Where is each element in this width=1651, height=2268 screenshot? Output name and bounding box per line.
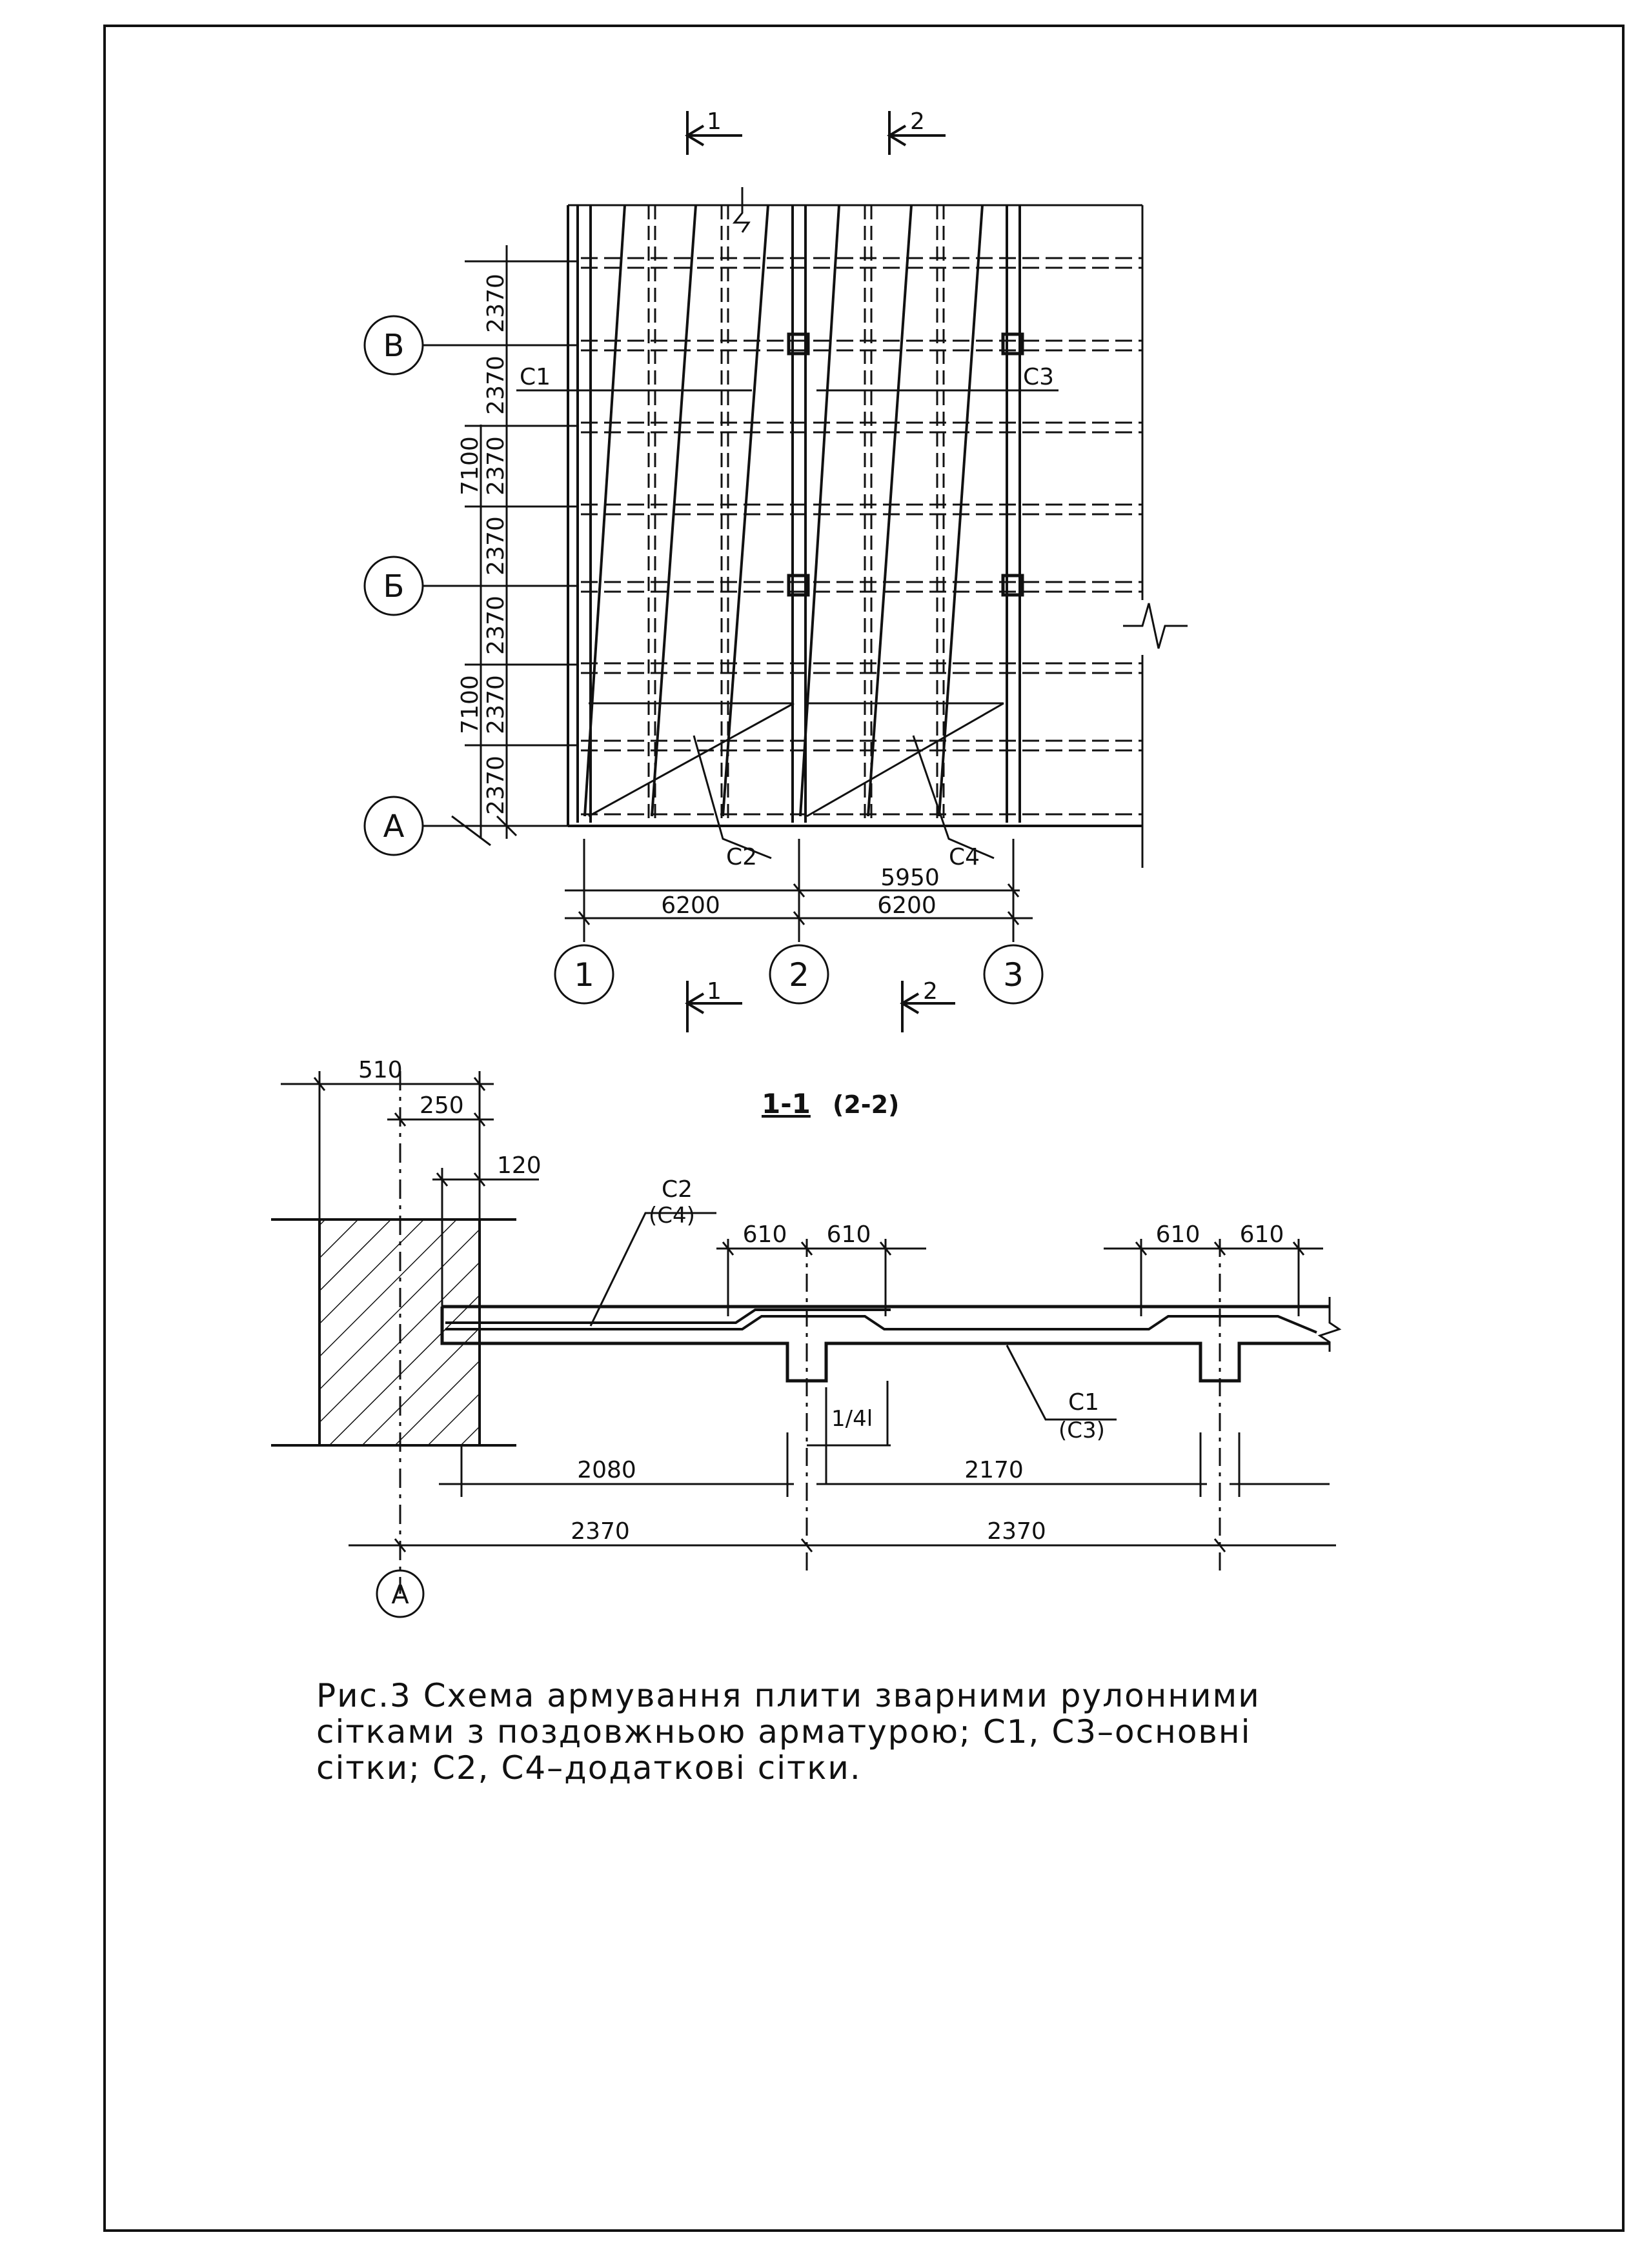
section-view [271,1071,1342,1594]
label-c2: C2 [662,1176,693,1203]
dim-2170: 2170 [964,1457,1024,1483]
dim-2370-b: 2370 [987,1518,1046,1545]
section-dimension-lines [281,1071,1336,1618]
break-mark-top [732,187,751,233]
dim-6200-right: 6200 [877,892,937,919]
svg-text:2370: 2370 [483,356,509,415]
caption-line-3: сітки; C2, C4–додаткові сітки. [316,1749,862,1787]
svg-text:2370: 2370 [483,756,509,815]
svg-text:2370: 2370 [483,596,509,655]
axis-row-a: A [383,808,405,845]
section-cut-markers [685,111,955,1032]
axis-col-2: 2 [789,956,809,994]
section-cut-bottom-1: 1 [707,978,722,1005]
section-cut-top-2: 2 [910,108,925,135]
axis-row-b: Б [383,568,405,605]
secondary-beams [581,257,1142,816]
rolled-mesh-lines [583,205,984,817]
svg-text:2370: 2370 [483,274,509,333]
dim-5950: 5950 [880,865,940,891]
additional-meshes [588,702,1004,818]
svg-text:7100: 7100 [457,675,483,734]
section-title-alt: (2-2) [833,1090,899,1119]
section-title: 1-1 [762,1088,811,1119]
columns [787,332,1024,597]
dim-610-d: 610 [1240,1221,1284,1248]
svg-text:2370: 2370 [483,516,509,576]
svg-text:2370: 2370 [483,675,509,734]
mesh-leaders [516,389,1058,859]
figure-caption: Рис.3 Схема армування плити зварними рул… [316,1678,1381,1786]
label-c3: (C3) [1058,1418,1105,1443]
mesh-c3-label: C3 [1023,364,1054,390]
plan-view [567,187,1188,868]
axis-a-section: A [391,1580,409,1610]
dim-610-a: 610 [743,1221,787,1248]
caption-line-1: Рис.3 Схема армування плити зварними рул… [316,1677,1261,1714]
axis-col-3: 3 [1003,956,1024,994]
mesh-c4-label: C4 [949,844,980,870]
dim-120: 120 [497,1152,542,1179]
sheet-frame [103,25,1625,2232]
dim-2080: 2080 [577,1457,636,1483]
mesh-c1-label: C1 [520,364,551,390]
section-cut-top-1: 1 [707,108,722,135]
svg-text:2370: 2370 [483,436,509,496]
label-c4: (C4) [649,1203,695,1229]
dim-610-b: 610 [827,1221,871,1248]
section-cut-bottom-2: 2 [923,978,938,1005]
svg-text:7100: 7100 [457,436,483,496]
dim-2370-a: 2370 [571,1518,630,1545]
dim-quarter-l: 1/4l [831,1406,873,1432]
mesh-c2-label: C2 [726,844,757,870]
horizontal-dimension-lines [565,839,1033,942]
vertical-dimension-lines [451,245,578,847]
column-axes [554,944,1044,1005]
dim-610-c: 610 [1156,1221,1200,1248]
axis-col-1: 1 [574,956,594,994]
axis-row-v: В [383,328,405,364]
dim-510: 510 [358,1057,403,1083]
vertical-dimension-texts: 2370 2370 2370 2370 2370 2370 2370 7100 … [457,274,509,815]
caption-line-2: сітками з поздовжньою арматурою; C1, C3–… [316,1713,1251,1751]
label-c1: C1 [1068,1389,1099,1416]
dim-250: 250 [420,1092,464,1119]
mesh-c1-bar [445,1315,1317,1334]
mesh-c2-bar [445,1309,891,1324]
dim-6200-left: 6200 [661,892,720,919]
